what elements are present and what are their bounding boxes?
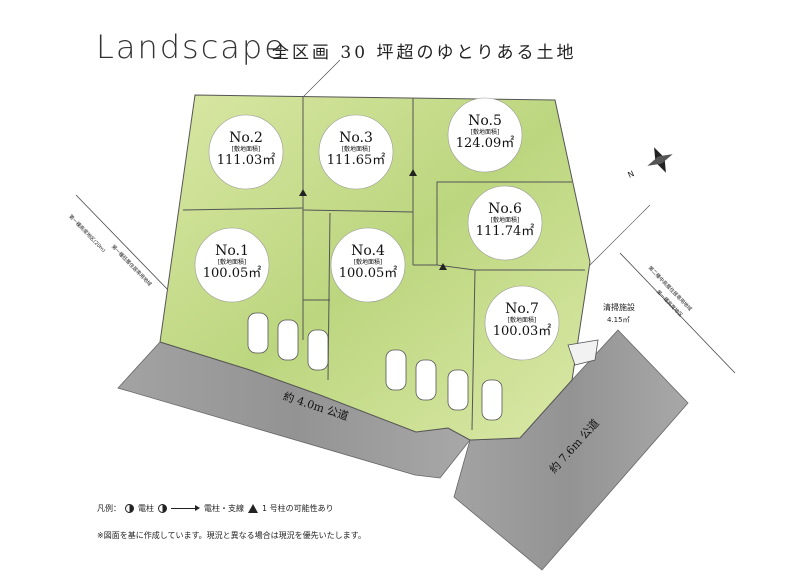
pillar-marker [299,189,307,196]
lot-circle-2 [208,114,284,190]
page-subtitle: 全区画 30 坪超のゆとりある土地 [272,43,577,63]
legend-pole-wire: 電柱・支線 [204,504,244,513]
lot-circle-5 [447,97,523,173]
lot-circle-1 [194,227,270,303]
page-title: Landscape [96,28,286,66]
cleaning-facility-area: 4.15㎡ [607,316,630,324]
lot-circle-6 [467,185,543,261]
north-arrow-icon [647,147,673,173]
legend-pole: 電柱 [138,504,154,513]
legend-pillar: 1 号柱の可能性あり [262,504,334,513]
lot-circle-4 [330,227,406,303]
cleaning-facility-label: 清掃施設 [603,303,635,312]
lot-circle-3 [318,114,394,190]
lot-circle-7 [484,285,560,361]
cleaning-facility [567,339,599,366]
pillar-marker [409,169,417,176]
legend: 凡例： 電柱 電柱・支線 1 号柱の可能性あり [97,503,334,514]
parking-cars [247,312,503,421]
pillar-marker [439,263,447,270]
disclaimer-note: ※図面を基に作成しています。現況と異なる場合は現況を優先いたします。 [97,531,366,540]
pillar-triangle-icon [248,504,258,513]
side-arrow-right [619,252,736,374]
legend-label: 凡例： [97,504,121,513]
lot-boundaries [182,97,585,431]
side-arrow-left [75,194,171,293]
utility-pole-wire-icon [158,504,167,513]
utility-pole-icon [125,504,134,513]
wire-arrow-icon [171,505,200,511]
